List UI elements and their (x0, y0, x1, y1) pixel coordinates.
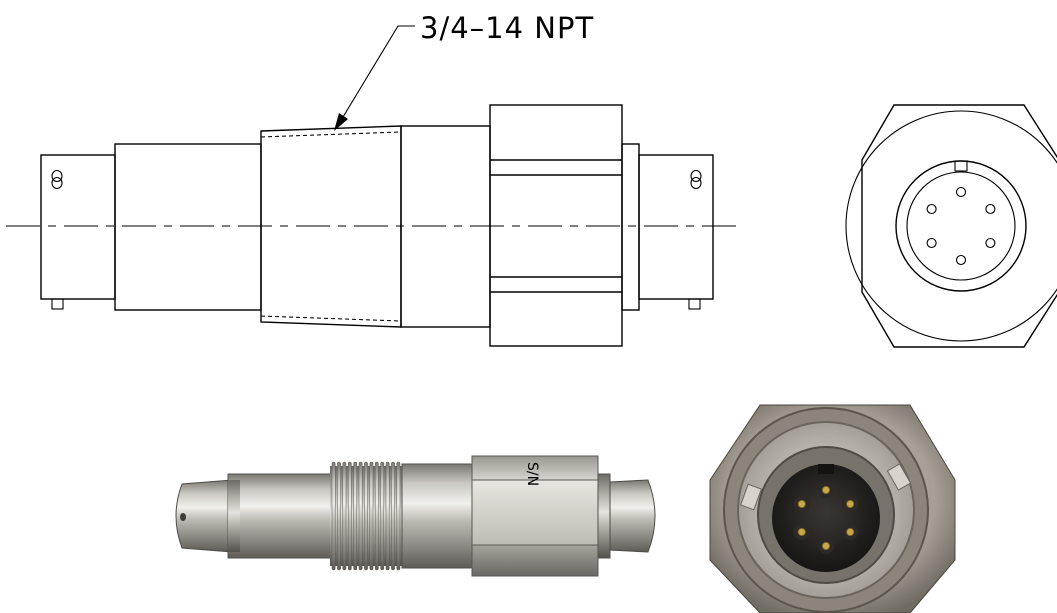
photo-left-end (175, 479, 233, 553)
end-photo-insert-key (818, 464, 834, 474)
callout-leader-line (339, 25, 415, 123)
end-view-pin-hole (926, 237, 937, 249)
photo-thread-ring (396, 461, 401, 571)
end-view-pin-hole (985, 203, 996, 215)
end-view-pin-hole (985, 237, 996, 249)
photo-thread-ring (369, 461, 374, 571)
left-bayonet-stud-bottom (51, 298, 64, 310)
right-bayonet-stud-bottom (688, 298, 701, 310)
thread-spec-label: 3/4–14 NPT (420, 11, 594, 45)
photo-transition-body (401, 463, 473, 569)
end-view-pin-hole (955, 254, 967, 266)
end-view-drawing (845, 104, 1057, 348)
end-view-outer-circle (845, 110, 1057, 342)
end-photo-insert (772, 464, 880, 572)
end-view-pin-holes (926, 186, 996, 266)
photo-thread-ring (364, 461, 368, 571)
end-photo-ring-tab-2 (740, 483, 762, 511)
end-view-hex-outline (861, 104, 1057, 348)
photo-hex-engraving: S/N (524, 462, 540, 486)
photo-left-cylinder-step (228, 480, 240, 552)
photo-thread-ring (385, 461, 390, 571)
photo-thread-ring (374, 461, 379, 571)
end-photo-pin (846, 528, 855, 537)
end-view-keyway (954, 160, 968, 172)
thread-callout: 3/4–14 NPT (334, 11, 594, 131)
thread-major-diameter-top (260, 131, 402, 138)
right-bayonet-pin-icon (690, 169, 702, 190)
photo-thread-ring (331, 461, 336, 571)
photo-hex-nut: S/N (471, 455, 599, 577)
end-photo-pin (797, 499, 806, 508)
end-photo-pin (846, 499, 855, 508)
end-photo-pin (822, 485, 831, 494)
photo-thread-ring (353, 461, 358, 571)
photo-right-end (609, 479, 656, 553)
photo-left-bayonet-stud (180, 513, 186, 521)
end-view-pin-hole (926, 203, 937, 215)
end-view-insert-face (906, 171, 1016, 281)
right-end-connector (638, 154, 714, 300)
end-photo-pin (797, 528, 806, 537)
end-view-receptacle-shell (895, 160, 1027, 292)
end-view-pin-hole (955, 186, 967, 198)
end-photo-ring-tab (886, 463, 912, 491)
photo-left-cylinder (227, 473, 335, 559)
photo-thread-ring (391, 461, 395, 571)
end-photo-pin (822, 542, 831, 551)
photo-thread-ring (342, 461, 347, 571)
left-body-cylinder (114, 143, 262, 311)
end-photo-pins (793, 482, 859, 554)
photo-right-collar (597, 473, 611, 559)
photo-thread-ring (358, 461, 363, 571)
photo-thread-rings (330, 461, 404, 571)
right-collar (621, 143, 640, 311)
left-bayonet-pin-icon (51, 169, 63, 190)
thread-major-diameter-bottom (260, 315, 402, 322)
end-photo (709, 404, 956, 613)
side-photo: S/N (175, 455, 656, 577)
photo-thread-ring (347, 461, 352, 571)
photo-thread-ring (380, 461, 385, 571)
photo-thread-ring (337, 461, 341, 571)
side-elevation-drawing: 3/4–14 NPT (6, 11, 740, 347)
callout-arrowhead (334, 113, 348, 131)
